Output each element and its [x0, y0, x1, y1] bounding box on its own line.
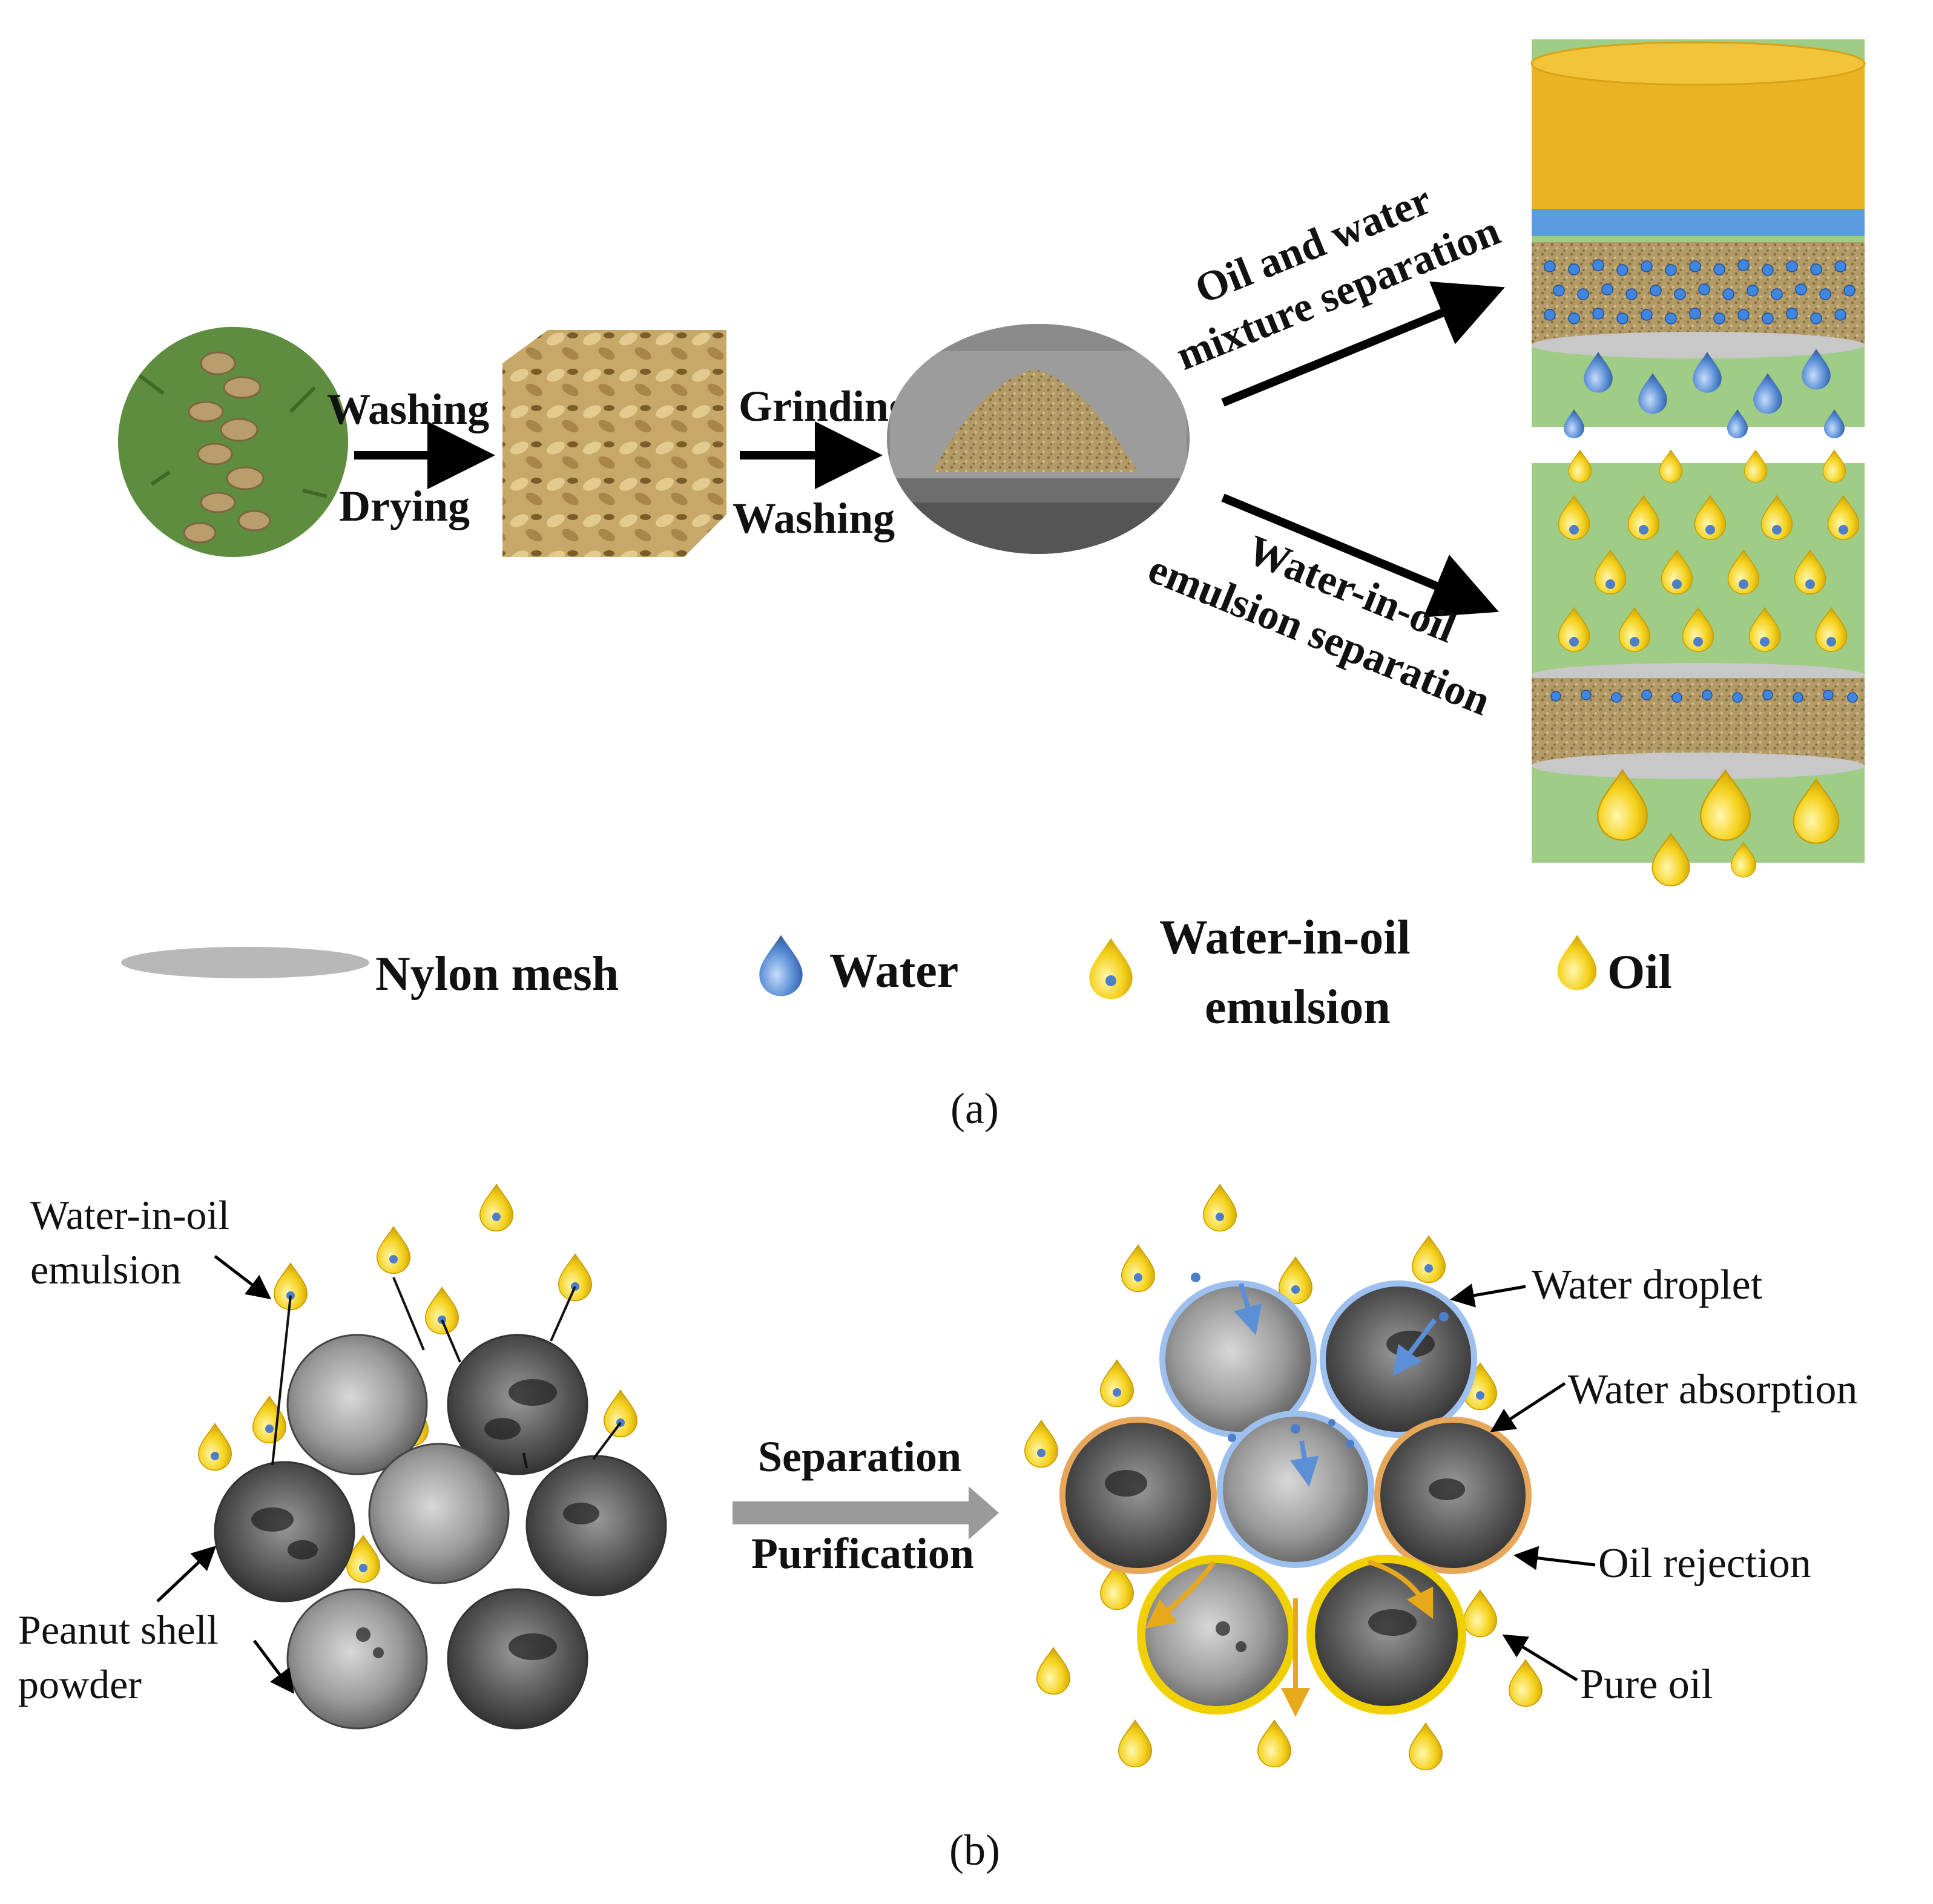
panel-a: Washing Drying Grinding Washing Oil and …	[118, 39, 1866, 1133]
label-powder-line2: powder	[18, 1661, 142, 1707]
pointer-pure-oil	[1502, 1634, 1578, 1682]
peanut-shell-powder-cluster	[214, 1277, 667, 1730]
pointer-water-droplet	[1450, 1283, 1526, 1308]
legend: Nylon mesh Water Water-in-oil emulsion O…	[121, 911, 1672, 1034]
pointer-oil-rejection	[1513, 1546, 1596, 1570]
label-emulsion-line1: Water-in-oil	[30, 1192, 229, 1238]
pointer-emulsion	[214, 1255, 271, 1300]
label-emulsion-line2: emulsion	[30, 1247, 181, 1293]
oil-legend-icon	[1557, 935, 1597, 990]
step1-bottom-label: Drying	[339, 482, 470, 530]
pointer-water-absorption	[1490, 1382, 1566, 1432]
step2-bottom-label: Washing	[733, 494, 895, 542]
caption-a: (a)	[950, 1084, 999, 1133]
peanut-shell-powder-photo	[887, 324, 1190, 554]
step2-top-label: Grinding	[739, 382, 911, 430]
emulsion-separation-box	[1532, 450, 1865, 887]
water-legend-icon	[759, 935, 803, 996]
arrow-lower-branch	[1221, 493, 1499, 618]
panel-b: Water-in-oil emulsion Peanut shell powde…	[18, 1184, 1857, 1874]
arrow-upper-branch	[1221, 281, 1505, 407]
purification-cluster	[1024, 1184, 1543, 1771]
label-water-droplet: Water droplet	[1532, 1262, 1763, 1308]
label-pure-oil: Pure oil	[1580, 1661, 1713, 1708]
legend-emulsion-line2: emulsion	[1205, 981, 1391, 1034]
emulsion-legend-icon	[1089, 938, 1133, 1000]
caption-b: (b)	[949, 1826, 1000, 1874]
legend-oil: Oil	[1607, 946, 1672, 999]
label-oil-rejection: Oil rejection	[1598, 1540, 1811, 1587]
legend-nylon-mesh: Nylon mesh	[375, 947, 619, 1001]
legend-water: Water	[829, 944, 958, 998]
label-water-absorption: Water absorption	[1568, 1366, 1857, 1413]
label-powder-line1: Peanut shell	[18, 1607, 219, 1653]
peanut-shells-photo	[502, 330, 726, 557]
peanut-plant-photo	[118, 327, 348, 557]
separation-arrow	[733, 1486, 999, 1540]
nylon-mesh-legend-icon	[121, 947, 369, 978]
step1-top-label: Washing	[327, 385, 489, 433]
arrow-label-purification: Purification	[751, 1529, 974, 1578]
arrow-label-separation: Separation	[758, 1432, 961, 1481]
pointer-powder-1	[156, 1546, 217, 1603]
pointer-powder-2	[253, 1639, 294, 1694]
legend-emulsion-line1: Water-in-oil	[1159, 911, 1411, 964]
oil-water-separation-box	[1530, 39, 1866, 438]
